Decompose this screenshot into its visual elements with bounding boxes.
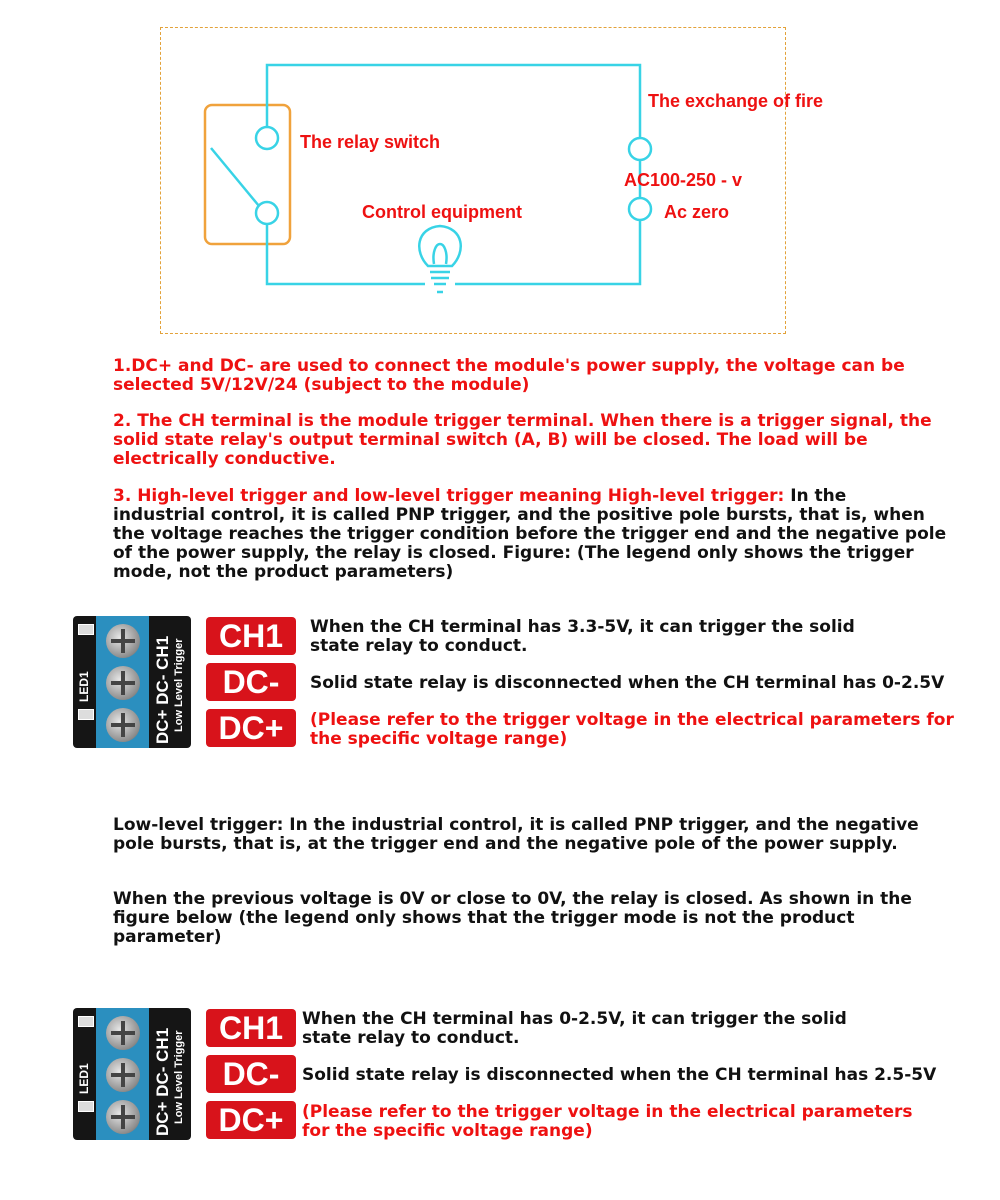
ch1-tag: CH1 bbox=[206, 617, 296, 655]
bulb-icon bbox=[418, 224, 462, 294]
ac-zero-label: Ac zero bbox=[664, 202, 730, 222]
led-component bbox=[78, 1016, 94, 1027]
low-trigger-paragraph: Low-level trigger: In the industrial con… bbox=[113, 815, 919, 854]
paragraph-3-heading: 3. High-level trigger and low-level trig… bbox=[113, 486, 785, 506]
trigger-silk-label: Low Level Trigger bbox=[173, 1030, 185, 1124]
dc-plus-description: (Please refer to the trigger voltage in … bbox=[302, 1102, 913, 1141]
exchange-fire-label: The exchange of fire bbox=[648, 91, 824, 111]
dc-plus-tag: DC+ bbox=[206, 1101, 296, 1139]
trigger-silk-label: Low Level Trigger bbox=[173, 638, 185, 732]
relay-terminal-bottom bbox=[254, 200, 280, 226]
fire-terminal bbox=[627, 136, 653, 162]
paragraph-3-body: In the industrial control, it is called … bbox=[113, 486, 947, 582]
control-equipment-label: Control equipment bbox=[362, 202, 522, 222]
terminal-block bbox=[96, 1008, 149, 1140]
relay-switch-box bbox=[203, 103, 292, 246]
terminal-silk-label: DC+ DC- CH1 bbox=[153, 1027, 172, 1136]
dc-minus-description: Solid state relay is disconnected when t… bbox=[302, 1065, 937, 1085]
paragraph-1: 1.DC+ and DC- are used to connect the mo… bbox=[113, 356, 905, 395]
screw-icon bbox=[106, 1016, 140, 1050]
terminal-silk-label: DC+ DC- CH1 bbox=[153, 635, 172, 744]
relay-board-image-2: LED1 DC+ DC- CH1 Low Level Trigger bbox=[73, 1008, 191, 1140]
paragraph-2: 2. The CH terminal is the module trigger… bbox=[113, 411, 932, 469]
ch-description: When the CH terminal has 3.3-5V, it can … bbox=[310, 617, 855, 656]
led-component bbox=[78, 709, 94, 720]
led-silk-label: LED1 bbox=[77, 671, 91, 702]
relay-terminal-top bbox=[254, 125, 280, 151]
dc-minus-tag: DC- bbox=[206, 663, 296, 701]
circuit-diagram bbox=[203, 63, 653, 294]
dc-plus-tag: DC+ bbox=[206, 709, 296, 747]
ac-voltage-label: AC100-250 - v bbox=[624, 170, 743, 190]
led-component bbox=[78, 624, 94, 635]
led-silk-label: LED1 bbox=[77, 1063, 91, 1094]
diagram-frame bbox=[160, 27, 786, 334]
dc-minus-description: Solid state relay is disconnected when t… bbox=[310, 673, 945, 693]
circuit-wires bbox=[210, 63, 642, 286]
screw-icon bbox=[106, 1058, 140, 1092]
screw-icon bbox=[106, 708, 140, 742]
ch1-tag: CH1 bbox=[206, 1009, 296, 1047]
paragraph-3: 3. High-level trigger and low-level trig… bbox=[113, 487, 983, 582]
screw-icon bbox=[106, 666, 140, 700]
led-component bbox=[78, 1101, 94, 1112]
zero-terminal bbox=[627, 196, 653, 222]
ch-description: When the CH terminal has 0-2.5V, it can … bbox=[302, 1009, 847, 1048]
dc-minus-tag: DC- bbox=[206, 1055, 296, 1093]
previous-voltage-paragraph: When the previous voltage is 0V or close… bbox=[113, 889, 912, 947]
relay-board-image-1: LED1 DC+ DC- CH1 Low Level Trigger bbox=[73, 616, 191, 748]
dc-plus-description: (Please refer to the trigger voltage in … bbox=[310, 710, 954, 749]
screw-icon bbox=[106, 1100, 140, 1134]
terminal-block bbox=[96, 616, 149, 748]
screw-icon bbox=[106, 624, 140, 658]
relay-switch-label: The relay switch bbox=[300, 132, 441, 152]
